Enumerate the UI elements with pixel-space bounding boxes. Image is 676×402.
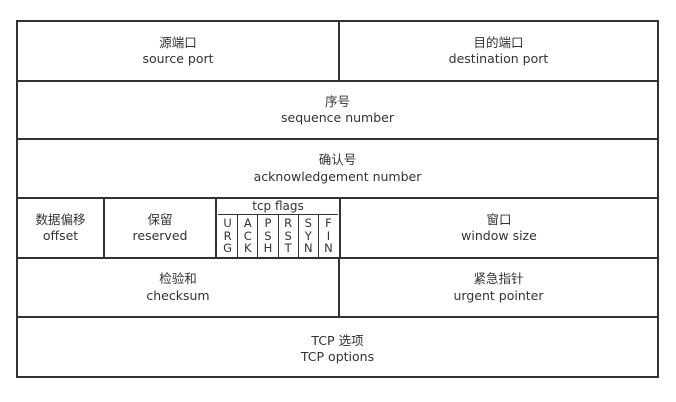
tcp-field-row-options: TCP 选项 TCP options bbox=[18, 318, 657, 380]
field-destination-port-label-en: destination port bbox=[448, 51, 549, 66]
tcp-field-row-sequence: 序号 sequence number bbox=[18, 82, 657, 140]
field-reserved: 保留 reserved bbox=[105, 199, 217, 257]
field-source-port-label-en: source port bbox=[142, 51, 214, 66]
field-destination-port-label-cn: 目的端口 bbox=[473, 34, 524, 50]
field-tcp-options: TCP 选项 TCP options bbox=[18, 318, 657, 380]
tcp-flag-rst-letter-1: R bbox=[284, 215, 293, 230]
field-checksum-label-cn: 检验和 bbox=[159, 271, 197, 286]
tcp-flag-fin-letter-1: F bbox=[325, 215, 332, 230]
tcp-flag-fin: F I N bbox=[319, 215, 338, 257]
field-reserved-label-cn: 保留 bbox=[147, 211, 173, 227]
tcp-flags-columns: U R G A C K P S H R S T bbox=[218, 215, 338, 257]
tcp-flag-ack: A C K bbox=[238, 215, 259, 257]
tcp-flag-ack-letter-1: A bbox=[243, 215, 252, 230]
field-source-port: 源端口 source port bbox=[18, 22, 340, 80]
field-tcp-flags: tcp flags U R G A C K P S H R bbox=[217, 199, 341, 257]
tcp-field-row-checksum-urgent: 检验和 checksum 紧急指针 urgent pointer bbox=[18, 259, 657, 318]
field-tcp-options-label-cn: TCP 选项 bbox=[311, 332, 364, 348]
tcp-flag-fin-letter-2: I bbox=[326, 228, 331, 243]
tcp-flag-psh-letter-3: H bbox=[263, 241, 273, 256]
field-window-size-label-cn: 窗口 bbox=[486, 211, 512, 227]
field-reserved-label-en: reserved bbox=[132, 228, 188, 243]
tcp-flag-psh-letter-1: P bbox=[264, 215, 272, 230]
tcp-flag-urg: U R G bbox=[218, 215, 239, 257]
field-source-port-label-cn: 源端口 bbox=[159, 34, 197, 50]
field-sequence-number-label-en: sequence number bbox=[281, 110, 394, 125]
field-checksum: 检验和 checksum bbox=[18, 259, 340, 316]
tcp-header-diagram: 源端口 source port 目的端口 destination port 序号… bbox=[16, 20, 659, 378]
tcp-flag-rst-letter-3: T bbox=[284, 241, 292, 256]
tcp-flag-fin-letter-3: N bbox=[324, 241, 333, 256]
tcp-flag-syn-letter-3: N bbox=[303, 241, 313, 256]
tcp-flags-title: tcp flags bbox=[218, 200, 338, 215]
field-acknowledgement-number-label-en: acknowledgement number bbox=[253, 168, 422, 184]
field-data-offset-label-cn: 数据偏移 bbox=[35, 211, 86, 227]
field-urgent-pointer: 紧急指针 urgent pointer bbox=[340, 259, 657, 316]
tcp-flag-syn-letter-1: S bbox=[304, 215, 312, 230]
tcp-field-row-acknowledgement: 确认号 acknowledgement number bbox=[18, 140, 657, 199]
tcp-flag-psh: P S H bbox=[258, 215, 279, 257]
tcp-flag-ack-letter-2: C bbox=[243, 228, 252, 243]
field-sequence-number: 序号 sequence number bbox=[18, 82, 657, 138]
tcp-flag-psh-letter-2: S bbox=[264, 228, 272, 243]
field-checksum-label-en: checksum bbox=[146, 287, 210, 303]
field-urgent-pointer-label-cn: 紧急指针 bbox=[473, 271, 524, 286]
tcp-flag-rst-letter-2: S bbox=[284, 228, 292, 243]
field-window-size-label-en: window size bbox=[461, 228, 537, 243]
tcp-flag-ack-letter-3: K bbox=[243, 241, 252, 256]
tcp-field-row-offset-flags-window: 数据偏移 offset 保留 reserved tcp flags U R G … bbox=[18, 199, 657, 259]
field-tcp-options-label-en: TCP options bbox=[300, 349, 375, 364]
tcp-flag-urg-letter-2: R bbox=[223, 228, 232, 243]
field-sequence-number-label-cn: 序号 bbox=[324, 93, 350, 109]
tcp-flag-urg-letter-3: G bbox=[223, 241, 233, 256]
tcp-flag-syn: S Y N bbox=[299, 215, 319, 257]
field-acknowledgement-number: 确认号 acknowledgement number bbox=[18, 140, 657, 197]
tcp-flag-syn-letter-2: Y bbox=[304, 228, 312, 243]
field-destination-port: 目的端口 destination port bbox=[340, 22, 657, 80]
field-urgent-pointer-label-en: urgent pointer bbox=[453, 287, 544, 303]
tcp-flag-urg-letter-1: U bbox=[223, 215, 232, 230]
tcp-flag-rst: R S T bbox=[279, 215, 299, 257]
field-data-offset: 数据偏移 offset bbox=[18, 199, 105, 257]
field-window-size: 窗口 window size bbox=[341, 199, 657, 257]
field-data-offset-label-en: offset bbox=[42, 228, 79, 243]
tcp-field-row-ports: 源端口 source port 目的端口 destination port bbox=[18, 22, 657, 82]
field-acknowledgement-number-label-cn: 确认号 bbox=[318, 152, 357, 167]
